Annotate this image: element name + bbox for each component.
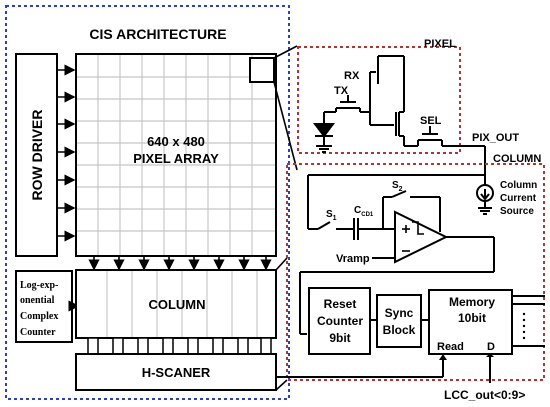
reset-counter-line2: Counter xyxy=(317,314,363,328)
pixel-array-size: 640 x 480 xyxy=(147,134,205,149)
row-driver-block xyxy=(15,53,58,257)
row-driver-label: ROW DRIVER xyxy=(29,110,45,201)
selected-pixel-cell xyxy=(249,57,275,83)
cis-architecture-title: CIS ARCHITECTURE xyxy=(89,26,226,42)
tx-label: TX xyxy=(334,85,349,97)
column-hscanner-connectors xyxy=(87,337,272,355)
current-source-line2: Current xyxy=(500,193,537,204)
memory-read-label: Read xyxy=(437,341,464,353)
lcc-label-line3: Complex xyxy=(20,311,58,322)
rx-label: RX xyxy=(344,70,360,82)
ccd1-label: CCD1 xyxy=(354,205,374,218)
column-block xyxy=(75,269,277,339)
sync-block xyxy=(376,294,422,348)
pixel-frame xyxy=(297,46,461,154)
memory-line1: Memory xyxy=(449,295,495,309)
vramp-label: Vramp xyxy=(336,253,370,265)
pixel-array xyxy=(75,53,277,257)
reset-counter-line3: 9bit xyxy=(329,331,350,345)
reset-counter-line1: Reset xyxy=(324,297,357,311)
current-source-line3: Source xyxy=(500,206,534,217)
pixel-array-label: PIXEL ARRAY xyxy=(133,151,219,166)
cis-architecture-frame xyxy=(5,5,290,400)
lcc-block xyxy=(15,270,73,343)
h-scanner-label: H-SCANER xyxy=(142,365,211,380)
pixel-title: PIXEL xyxy=(424,38,456,50)
lcc-out-arrowhead xyxy=(486,353,494,357)
sel-label: SEL xyxy=(420,115,442,127)
lcc-label-line1: Log-exp- xyxy=(20,280,58,291)
h-scanner-block xyxy=(75,353,277,391)
memory-output-bus xyxy=(512,295,545,347)
read-signal-arrowhead xyxy=(439,354,447,360)
sync-block-line1: Sync xyxy=(385,306,414,320)
pixel-circuit xyxy=(313,55,486,185)
column-label: COLUMN xyxy=(148,297,205,312)
lcc-label-line4: Counter xyxy=(20,327,56,338)
current-source-line1: Column xyxy=(500,180,537,191)
comparator-symbols xyxy=(402,221,424,252)
current-source-symbol xyxy=(476,184,494,215)
sync-block-line2: Block xyxy=(383,323,416,337)
row-driver-arrows xyxy=(57,64,76,242)
comparator-circuit xyxy=(299,174,495,335)
s2-label: S2 xyxy=(392,180,403,193)
read-signal-line xyxy=(276,357,444,378)
column-frame xyxy=(286,163,545,381)
memory-block xyxy=(428,289,513,355)
s1-label: S1 xyxy=(326,209,337,222)
column-section-title: COLUMN xyxy=(493,153,541,165)
lcc-label-line2: onential xyxy=(20,295,55,306)
column-zoom-lines xyxy=(275,257,288,391)
memory-d-label: D xyxy=(487,341,495,353)
bus-continuation-dots xyxy=(522,312,526,340)
lcc-out-label: LCC_out<0:9> xyxy=(444,388,525,402)
pixel-zoom-lines xyxy=(273,45,298,171)
memory-line2: 10bit xyxy=(458,311,486,325)
array-to-column-arrows xyxy=(88,256,272,271)
pix-out-label: PIX_OUT xyxy=(472,132,519,144)
